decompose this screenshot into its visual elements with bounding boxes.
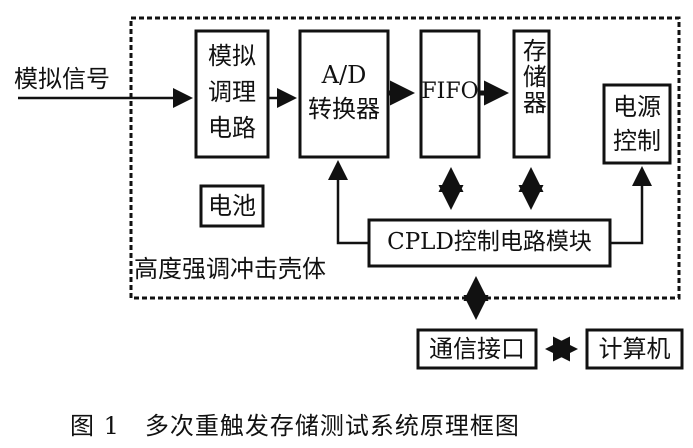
comm-interface-label: 通信接口 [429, 335, 525, 363]
cpld-to-adc-arrow [328, 160, 369, 245]
conditioning-circuit-label: 模拟 调理 电路 [203, 38, 261, 146]
enclosure-dashed-border [129, 16, 681, 300]
adc-line-2: 转换器 [308, 95, 380, 123]
cpld-label: CPLD控制电路模块 [387, 229, 592, 255]
computer-label: 计算机 [598, 335, 671, 363]
power-control-box [602, 83, 672, 165]
conditioning-line-3: 电路 [208, 114, 256, 142]
conditioning-circuit-box [194, 29, 270, 159]
battery-label: 电池 [208, 192, 256, 220]
computer-box [585, 328, 684, 370]
conditioning-line-1: 模拟 [208, 42, 256, 70]
power-line-1: 电源 [613, 93, 661, 121]
power-line-2: 控制 [613, 127, 661, 155]
figure-caption: 图 1 多次重触发存储测试系统原理框图 [70, 412, 520, 440]
enclosure-label: 高度强调冲击壳体 [134, 255, 326, 283]
memory-box [512, 29, 551, 159]
power-control-label: 电源 控制 [604, 90, 670, 158]
battery-box [199, 184, 265, 228]
adc-line-1: A/D [321, 61, 367, 89]
cpld-to-power-arrow [610, 166, 652, 245]
comm-interface-box [416, 328, 538, 370]
memory-label: 存储器 [518, 38, 547, 116]
input-signal-label: 模拟信号 [14, 65, 110, 93]
conditioning-line-2: 调理 [208, 78, 256, 106]
adc-box [298, 29, 390, 159]
fifo-label: FIFO [421, 79, 479, 104]
adc-label: A/D 转换器 [300, 58, 388, 126]
cpld-box [367, 218, 612, 268]
